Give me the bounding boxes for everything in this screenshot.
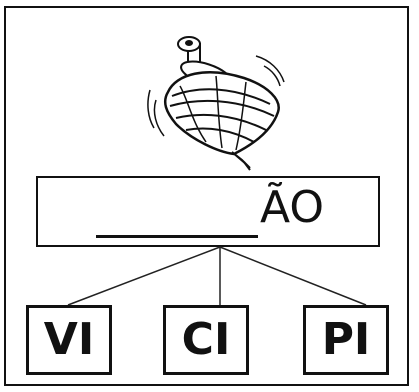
connector-line-right bbox=[219, 246, 367, 306]
syllable-option-pi[interactable]: PI bbox=[303, 305, 389, 375]
exercise-frame: ÃO VI CI PI bbox=[4, 6, 409, 386]
spinning-top-icon bbox=[147, 36, 285, 171]
word-suffix: ÃO bbox=[260, 182, 324, 233]
syllable-option-vi[interactable]: VI bbox=[26, 305, 112, 375]
word-box: ÃO bbox=[36, 176, 380, 247]
blank-line[interactable] bbox=[96, 235, 258, 238]
syllable-option-ci[interactable]: CI bbox=[163, 305, 249, 375]
connector-line-left bbox=[67, 246, 221, 306]
